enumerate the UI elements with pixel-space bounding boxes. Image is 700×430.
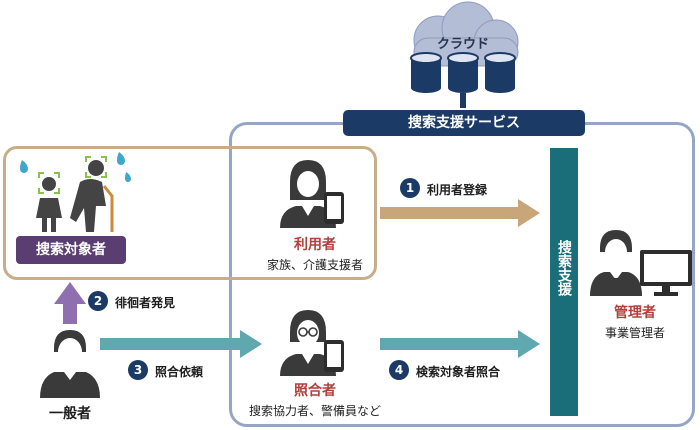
- collator-title: 照合者: [294, 383, 336, 399]
- step-3-label: 照合依頼: [155, 365, 204, 379]
- user-woman-phone-icon: [280, 160, 344, 228]
- public-person-icon: [40, 330, 100, 398]
- service-title: 搜索支援サービス: [408, 115, 520, 131]
- arrow-target-collation: [380, 330, 540, 358]
- service-title-bar: 搜索支援サービス: [343, 110, 585, 136]
- step-1-number: 1: [400, 178, 420, 198]
- step-4-number: 4: [389, 360, 409, 380]
- admin-subtitle: 事業管理者: [604, 326, 665, 340]
- admin-man-monitor-icon: [590, 230, 692, 296]
- user-subtitle: 家族、介護支援者: [266, 258, 363, 272]
- cloud-label: クラウド: [436, 37, 489, 52]
- arrow-collation-request: [100, 330, 262, 358]
- search-support-label: 搜索支援: [556, 240, 572, 296]
- step-4-label: 検索対象者照合: [416, 365, 501, 379]
- step-3-number: 3: [128, 360, 148, 380]
- search-target-label: 搜索対象者: [36, 242, 106, 258]
- step-2-label: 徘徊者発見: [115, 296, 176, 310]
- step-2-number: 2: [88, 291, 108, 311]
- arrow-wanderer-found: [54, 282, 86, 324]
- step-1-label: 利用者登録: [427, 183, 488, 197]
- search-target-badge: 搜索対象者: [16, 236, 126, 264]
- user-title: 利用者: [294, 237, 336, 253]
- cloud-database-icon: [410, 1, 519, 108]
- collator-woman-phone-icon: [280, 310, 344, 376]
- admin-title: 管理者: [614, 305, 656, 321]
- public-label: 一般者: [49, 406, 91, 422]
- collator-subtitle: 搜索協力者、警備員など: [248, 404, 381, 418]
- arrow-user-registration: [380, 199, 540, 227]
- search-support-bar: [550, 148, 578, 416]
- search-target-frame: [3, 146, 377, 280]
- search-target-people-icon: [20, 152, 131, 232]
